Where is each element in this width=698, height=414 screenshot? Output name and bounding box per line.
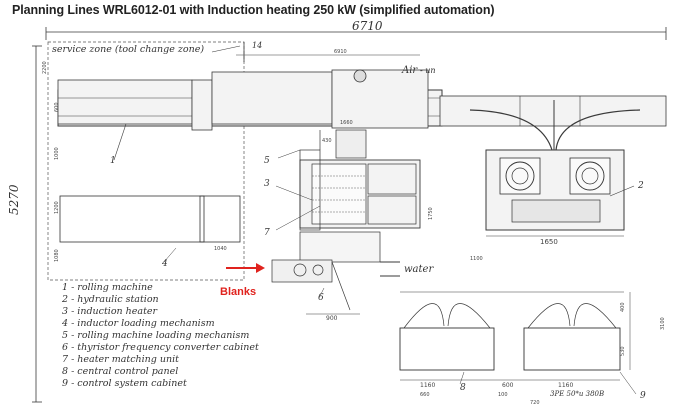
dim-1080: 1080 — [54, 249, 60, 262]
control-system-cabinet: 600 1160 9 3PE 50*u 380B — [494, 291, 646, 401]
dim-1750: 1750 — [428, 207, 434, 220]
induction-heater: 5 3 7 — [264, 129, 421, 263]
dim-660: 660 — [420, 392, 430, 398]
air-label: Air — [401, 65, 418, 76]
dim-600-left: 600 — [54, 102, 60, 112]
dim-720: 720 — [530, 400, 540, 406]
hydraulic-station: 2 1650 — [485, 149, 644, 246]
dim-1650: 1650 — [540, 238, 558, 246]
dim-1200: 1200 — [54, 201, 60, 214]
air-label-suffix: - un — [420, 66, 436, 75]
total-height-dimension: 5270 — [7, 45, 42, 403]
dim-1160: 1160 — [420, 382, 435, 389]
dim-100: 100 — [498, 392, 508, 398]
callout-2: 2 — [637, 181, 644, 191]
dim-1100: 1100 — [470, 256, 483, 262]
dim-2200: 2200 — [42, 61, 48, 74]
legend-item-6: 6 - thyristor frequency converter cabine… — [62, 342, 259, 353]
dim-6910: 6910 — [334, 49, 347, 55]
water-inlet: water — [380, 261, 434, 277]
dim-900: 900 — [326, 315, 338, 322]
cable-label: 3PE 50*u 380B — [550, 390, 604, 398]
callout-1: 1 — [110, 156, 116, 166]
service-zone: service zone (tool change zone) 14 — [47, 41, 262, 281]
dim-530: 530 — [620, 346, 626, 356]
dim-1160-b: 1160 — [558, 382, 573, 389]
dim-1660: 1660 — [340, 120, 353, 126]
callout-3: 3 — [264, 179, 270, 189]
legend-item-8: 8 - central control panel — [62, 366, 178, 377]
callout-6: 8 — [460, 383, 466, 393]
dim-total-height: 5270 — [7, 184, 21, 215]
legend-item-2: 2 - hydraulic station — [61, 294, 159, 305]
total-width-dimension: 6710 — [45, 19, 667, 40]
legend-item-1: 1 - rolling machine — [62, 282, 153, 293]
callout-4: 6 — [318, 293, 324, 303]
callout-7: 7 — [264, 228, 270, 238]
callout-9: 9 — [640, 391, 646, 401]
diagram-title: Planning Lines WRL6012-01 with Induction… — [12, 3, 495, 17]
callout-5: 5 — [264, 156, 270, 166]
thyristor-converter-cabinet: 1160 8 — [399, 291, 500, 393]
dim-total-width: 6710 — [352, 19, 383, 33]
central-control-panel: 4 — [59, 195, 241, 269]
service-zone-label: service zone (tool change zone) — [52, 44, 204, 55]
blanks-indicator: Blanks — [220, 263, 265, 298]
inductor-loading-mechanism: 6 900 — [271, 259, 360, 322]
dim-3100: 3100 — [660, 317, 666, 330]
rolling-machine: 1 — [57, 69, 443, 166]
legend-item-5: 5 - rolling machine loading mechanism — [62, 330, 249, 341]
blanks-label: Blanks — [220, 286, 256, 298]
dim-1040: 1040 — [214, 246, 227, 252]
legend: 1 - rolling machine 2 - hydraulic statio… — [61, 282, 259, 389]
callout-8: 4 — [161, 259, 168, 269]
water-label: water — [404, 264, 434, 275]
legend-item-9: 9 - control system cabinet — [62, 378, 187, 389]
dim-600: 600 — [502, 382, 514, 389]
callout-14: 14 — [252, 41, 262, 50]
legend-item-4: 4 - inductor loading mechanism — [61, 318, 215, 329]
dim-400: 400 — [620, 302, 626, 312]
dim-430: 430 — [322, 138, 332, 144]
legend-item-3: 3 - induction heater — [62, 306, 159, 317]
right-ducts — [439, 95, 667, 152]
legend-item-7: 7 - heater matching unit — [62, 354, 179, 365]
dim-1000: 1000 — [54, 147, 60, 160]
